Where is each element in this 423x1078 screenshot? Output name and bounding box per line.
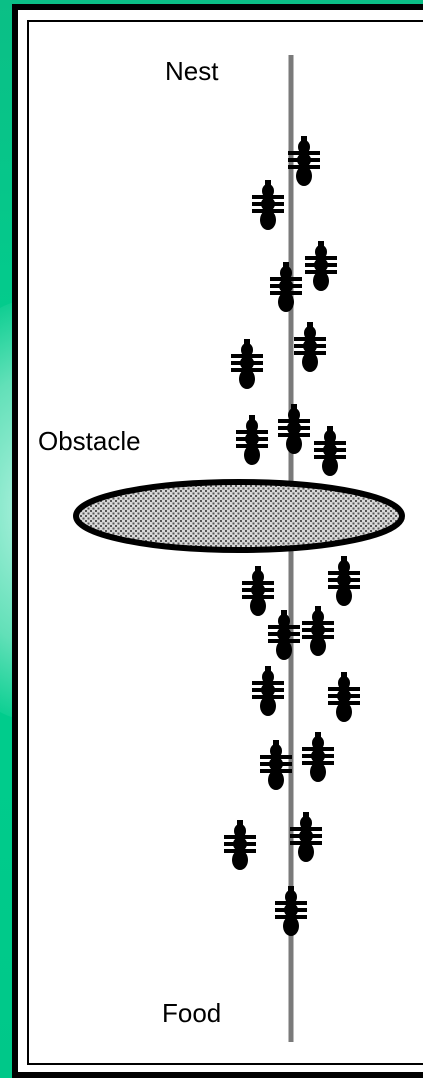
ant-icon bbox=[328, 672, 360, 722]
ant-icon bbox=[270, 262, 302, 312]
ant-icon bbox=[275, 886, 307, 936]
obstacle-label: Obstacle bbox=[38, 426, 141, 457]
ant-icon bbox=[305, 241, 337, 291]
nest-label: Nest bbox=[165, 56, 218, 87]
ant-icon bbox=[252, 180, 284, 230]
ant-icon bbox=[252, 666, 284, 716]
ant-icon bbox=[231, 339, 263, 389]
ant-icon bbox=[236, 415, 268, 465]
ant-icon bbox=[224, 820, 256, 870]
ant-icon bbox=[242, 566, 274, 616]
ant-icon bbox=[290, 812, 322, 862]
ant-icon bbox=[302, 732, 334, 782]
ant-icon bbox=[268, 610, 300, 660]
ant-icon bbox=[260, 740, 292, 790]
ant-icon bbox=[294, 322, 326, 372]
food-label: Food bbox=[162, 998, 221, 1029]
obstacle-shape bbox=[76, 482, 402, 550]
ant-icon bbox=[328, 556, 360, 606]
ant-icon bbox=[278, 404, 310, 454]
ant-icon bbox=[302, 606, 334, 656]
ant-icon bbox=[314, 426, 346, 476]
